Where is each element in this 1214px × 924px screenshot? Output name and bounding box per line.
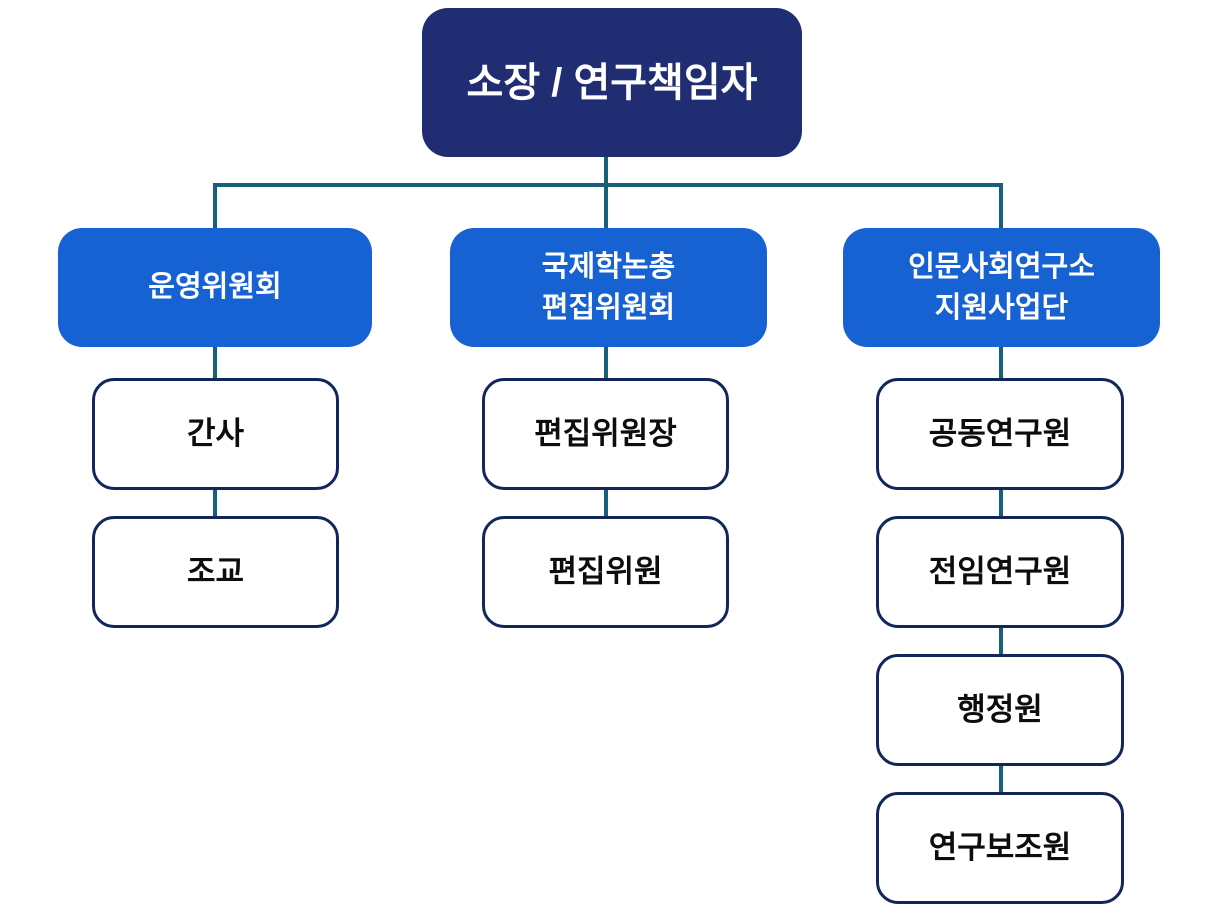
root-node-director: 소장 / 연구책임자 bbox=[422, 8, 802, 157]
leaf-label: 간사 bbox=[186, 416, 245, 451]
leaf-node-co-researcher: 공동연구원 bbox=[876, 378, 1124, 490]
connector-branch1-child1 bbox=[213, 347, 217, 379]
branch-label: 인문사회연구소 지원사업단 bbox=[908, 250, 1095, 324]
connector-child7-child8 bbox=[999, 766, 1003, 793]
leaf-node-research-assistant: 연구보조원 bbox=[876, 792, 1124, 904]
branch-label: 운영위원회 bbox=[148, 271, 282, 303]
connector-branch3-child1 bbox=[999, 347, 1003, 379]
leaf-node-full-time-researcher: 전임연구원 bbox=[876, 516, 1124, 628]
leaf-label: 편집위원장 bbox=[534, 416, 677, 451]
leaf-label: 행정원 bbox=[957, 692, 1043, 727]
leaf-label: 연구보조원 bbox=[928, 830, 1072, 865]
branch-label: 국제학논총 편집위원회 bbox=[541, 250, 676, 324]
connector-child6-child7 bbox=[999, 628, 1003, 655]
leaf-label: 편집위원 bbox=[548, 554, 663, 589]
connector-branch2-child1 bbox=[604, 347, 608, 379]
branch-node-editorial-board: 국제학논총 편집위원회 bbox=[450, 228, 767, 347]
leaf-node-secretary: 간사 bbox=[92, 378, 339, 490]
root-node-label: 소장 / 연구책임자 bbox=[466, 60, 758, 105]
leaf-node-editorial-member: 편집위원 bbox=[482, 516, 729, 628]
leaf-label: 전임연구원 bbox=[928, 554, 1072, 589]
leaf-node-administrator: 행정원 bbox=[876, 654, 1124, 766]
branch-node-operations-committee: 운영위원회 bbox=[58, 228, 372, 347]
connector-horizontal-bar bbox=[213, 183, 1003, 187]
leaf-node-editor-in-chief: 편집위원장 bbox=[482, 378, 729, 490]
connector-root-drop bbox=[604, 157, 608, 229]
connector-drop-branch3 bbox=[999, 184, 1003, 229]
connector-child1-child2 bbox=[213, 490, 217, 517]
connector-drop-branch1 bbox=[213, 184, 217, 229]
connector-child5-child6 bbox=[999, 490, 1003, 517]
leaf-node-assistant: 조교 bbox=[92, 516, 339, 628]
leaf-label: 조교 bbox=[186, 554, 245, 589]
branch-node-support-program-group: 인문사회연구소 지원사업단 bbox=[843, 228, 1160, 347]
leaf-label: 공동연구원 bbox=[928, 416, 1072, 451]
connector-child3-child4 bbox=[604, 490, 608, 517]
